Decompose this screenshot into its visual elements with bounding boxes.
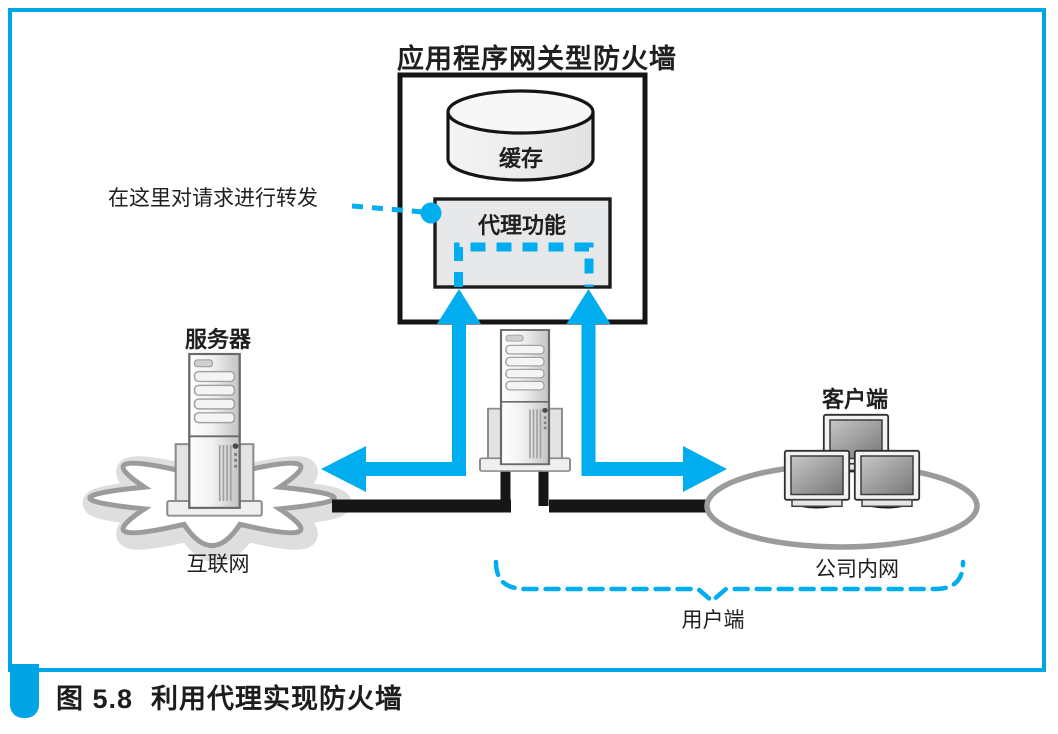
network-cable xyxy=(332,469,712,513)
user-side-label: 用户端 xyxy=(682,609,745,632)
figure-caption: 图 5.8 利用代理实现防火墙 xyxy=(56,682,403,716)
server-icon xyxy=(166,352,263,517)
forward-note-label: 在这里对请求进行转发 xyxy=(108,187,318,210)
proxy-flow-arrow-left xyxy=(321,289,481,492)
client-label: 客户端 xyxy=(822,387,888,412)
client-monitor-icon xyxy=(783,449,851,510)
proxy-internal-path xyxy=(454,242,594,287)
cache-cylinder-icon xyxy=(446,89,595,182)
caption-tab-marker xyxy=(10,664,39,718)
client-monitor-icon xyxy=(853,449,921,510)
server-label: 服务器 xyxy=(185,327,252,352)
forward-note-leader xyxy=(351,202,442,224)
figure-title: 利用代理实现防火墙 xyxy=(151,684,404,714)
proxy-label: 代理功能 xyxy=(477,213,566,238)
cache-label: 缓存 xyxy=(499,146,543,171)
figure-frame xyxy=(8,8,1046,672)
proxy-host-icon xyxy=(478,328,572,473)
internet-label: 互联网 xyxy=(187,553,250,576)
figure-number: 图 5.8 xyxy=(56,684,134,714)
leader-dot xyxy=(420,202,442,224)
proxy-flow-arrow-right xyxy=(566,289,727,492)
gateway-title: 应用程序网关型防火墙 xyxy=(397,43,677,74)
user-side-brace xyxy=(493,559,966,604)
intranet-label: 公司内网 xyxy=(815,558,899,581)
